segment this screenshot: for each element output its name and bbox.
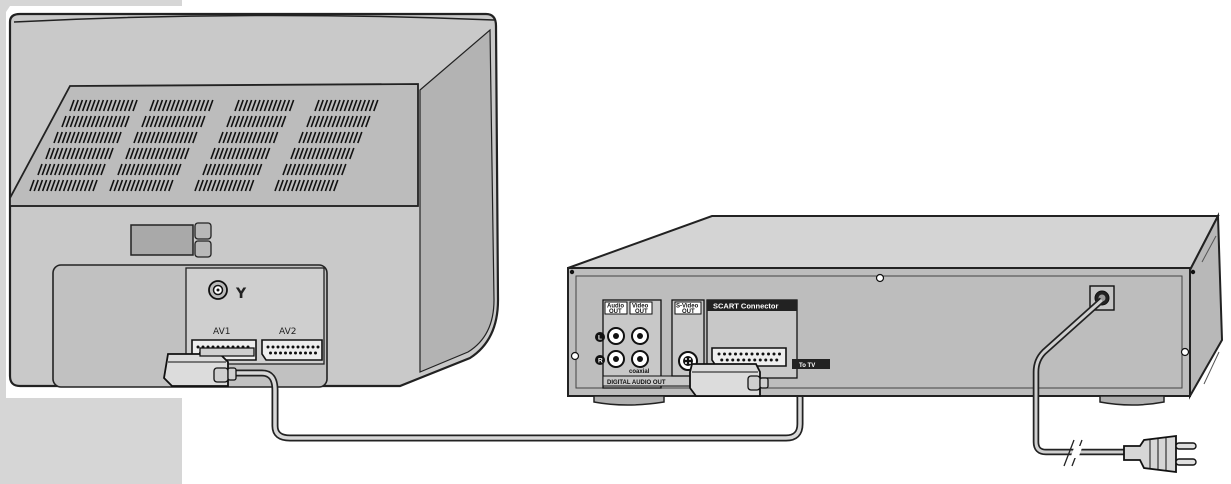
audio-out-label-2: OUT (609, 309, 622, 315)
scart-plug-dvd (689, 363, 769, 397)
dvd-top (567, 215, 1220, 272)
background-accent (0, 0, 182, 484)
av2-label: AV2 (279, 327, 296, 337)
audio-out-label-box (604, 301, 628, 315)
video-out-label: Video (632, 304, 649, 310)
screw-icon (569, 269, 1196, 361)
to-tv-label: To TV (799, 363, 815, 369)
tv-vent-slots (29, 99, 379, 192)
audio-video-out-group: Audio OUT Video OUT L R coaxial DIGITAL … (595, 299, 700, 389)
svideo-out-label: S-Video (676, 304, 699, 310)
coaxial-label: coaxial (629, 369, 650, 375)
audio-out-label: Audio (607, 304, 624, 310)
svideo-out-label-2: OUT (682, 309, 695, 315)
power-cord (1032, 297, 1140, 467)
left-channel-label: L (598, 335, 602, 342)
right-channel-label: R (598, 358, 603, 365)
video-out-label-box (629, 301, 653, 315)
video-out-label-2: OUT (635, 309, 648, 315)
scart-socket-av2 (261, 339, 323, 361)
av1-label: AV1 (213, 327, 230, 337)
antenna-socket (208, 280, 228, 300)
scart-connector-label: SCART Connector (713, 302, 778, 311)
svideo-jack-icon (678, 351, 698, 371)
dvd-player: Audio OUT Video OUT L R coaxial DIGITAL … (567, 212, 1224, 406)
power-plug-icon (1123, 434, 1197, 474)
television-rear: Y AV1 AV2 (8, 12, 500, 388)
scart-plug-tv (163, 347, 255, 387)
digital-audio-out-label: DIGITAL AUDIO OUT (607, 380, 666, 386)
antenna-icon: Y (235, 286, 247, 302)
tv-control-window (130, 224, 194, 256)
rca-jack-icon (607, 327, 649, 368)
